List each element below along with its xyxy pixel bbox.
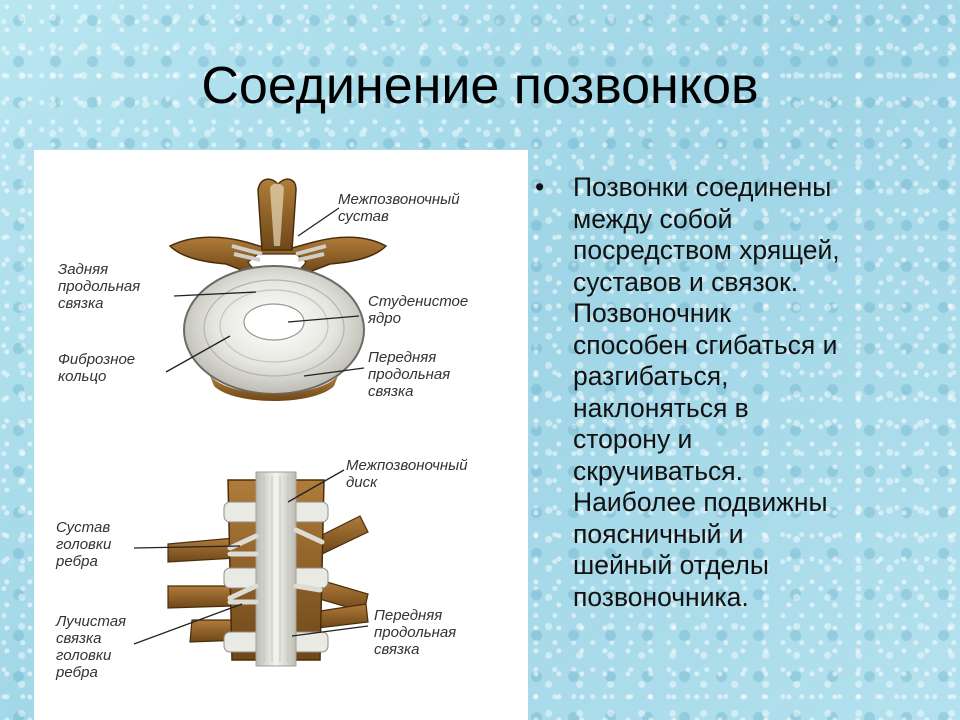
- body-line: поясничный и: [573, 518, 744, 549]
- label-nucleus-pulposus: Студенистое ядро: [367, 293, 472, 327]
- body-line: наклоняться в: [573, 392, 749, 423]
- bottom-leader-lines: [133, 469, 369, 645]
- label-anterior-longitudinal-ligament-top: Передняя продольная связка: [368, 349, 454, 400]
- body-line: посредством хрящей,: [573, 235, 840, 265]
- vertebra-diagram: Межпозвоночный сустав Задняя продольная …: [55, 178, 472, 681]
- bullet-text-block: • Позвонки соединены между собой посредс…: [535, 172, 935, 613]
- vertebra-illustration: Межпозвоночный сустав Задняя продольная …: [34, 150, 528, 720]
- body-line: Наиболее подвижны: [573, 487, 828, 517]
- body-line: Позвоночник: [573, 298, 731, 328]
- body-line: шейный отделы: [573, 550, 769, 580]
- body-line: суставов и связок.: [573, 266, 799, 297]
- label-radiate-ligament: Лучистая связка головки ребра: [55, 613, 130, 681]
- body-line: Позвонки соединены: [573, 172, 832, 202]
- bullet-marker: •: [535, 172, 545, 202]
- slide-title: Соединение позвонков: [201, 57, 759, 115]
- body-line: сторону и: [573, 424, 693, 454]
- bullet-body: Позвонки соединены между собой посредств…: [573, 172, 935, 613]
- body-line: способен сгибаться и: [573, 329, 838, 360]
- label-posterior-longitudinal-ligament: Задняя продольная связка: [58, 261, 144, 312]
- top-leader-lines: [165, 207, 365, 377]
- body-line: скручиваться.: [573, 455, 743, 486]
- top-vertebra-drawing: [168, 178, 388, 401]
- label-annulus-fibrosus: Фиброзное кольцо: [58, 351, 139, 385]
- body-line: между собой: [573, 203, 733, 234]
- body-line: разгибаться,: [573, 361, 729, 391]
- label-anterior-longitudinal-ligament-bottom: Передняя продольная связка: [374, 607, 460, 658]
- bottom-column-drawing: [167, 471, 369, 667]
- body-line: позвоночника.: [573, 581, 749, 612]
- label-intervertebral-joint: Межпозвоночный сустав: [338, 191, 464, 225]
- label-rib-head-joint: Сустав головки ребра: [55, 519, 115, 570]
- label-intervertebral-disc: Межпозвоночный диск: [346, 457, 472, 491]
